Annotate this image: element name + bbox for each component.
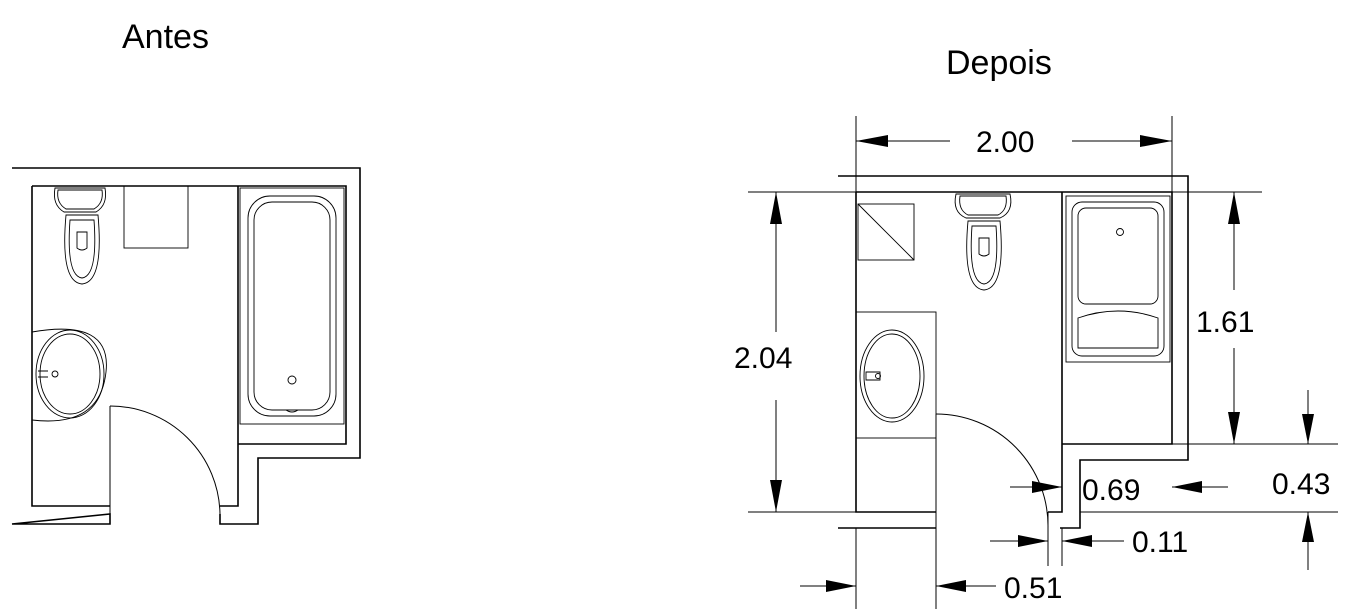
before-toilet [53,187,107,285]
after-inner-walls [855,191,1173,513]
dim-right-height: 1.61 [1172,191,1338,445]
dim-recess-height-label: 0.43 [1272,468,1330,501]
dim-left-height-label: 2.04 [734,342,792,375]
after-cabinet [857,203,915,261]
dim-recess-height: 0.43 [1080,390,1338,570]
after-sink [855,311,937,439]
dim-recess-width-label: 0.69 [1082,474,1140,507]
after-door-swing [935,413,1049,529]
dim-jamb-label: 0.11 [1132,526,1188,559]
plan-after: 2.00 2.04 1.61 0.43 [734,116,1338,609]
dim-top-width-label: 2.00 [976,126,1034,159]
before-bathtub [239,187,345,425]
dim-door-opening: 0.51 [800,528,1062,609]
dim-recess-width: 0.69 [1010,474,1228,507]
plan-before [11,167,361,525]
before-outer-walls [11,167,361,525]
dim-left-height: 2.04 [734,191,856,513]
after-outer-walls [838,175,1189,529]
title-before: Antes [122,18,209,56]
dim-door-opening-label: 0.51 [1004,572,1062,605]
title-after: Depois [946,44,1052,82]
after-toilet [954,193,1012,291]
dim-right-height-label: 1.61 [1196,306,1254,339]
before-cabinet [123,185,189,249]
before-inner-walls [31,185,347,507]
before-door-swing [109,405,221,515]
before-sink [31,328,107,422]
dim-top-width: 2.00 [855,116,1173,192]
after-shower [1065,195,1171,363]
dim-jamb: 0.11 [990,512,1188,566]
